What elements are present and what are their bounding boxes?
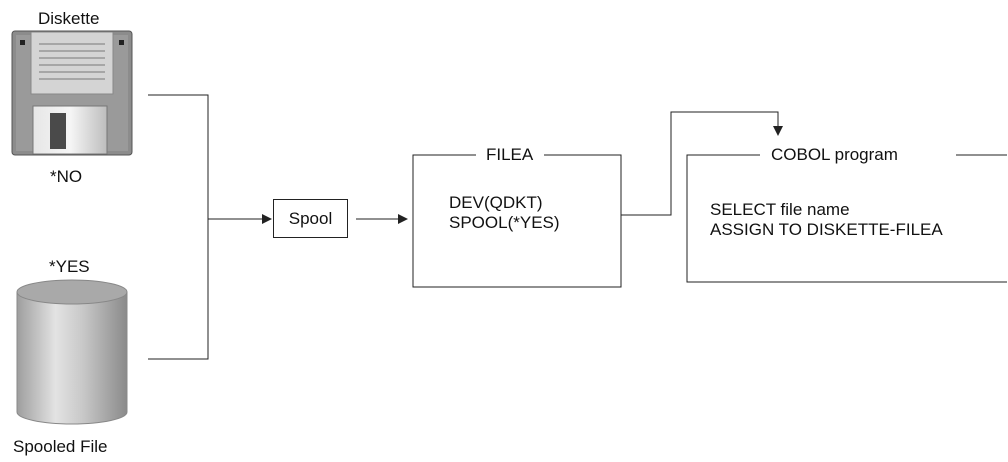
filea-line-spool: SPOOL(*YES) <box>449 213 560 232</box>
cylinder-icon <box>16 279 128 425</box>
cobol-box-border <box>686 154 1007 283</box>
spooled-file-title: Spooled File <box>13 437 108 456</box>
spool-label: Spool <box>288 208 333 228</box>
cobol-title: COBOL program <box>765 145 904 165</box>
diskette-title: Diskette <box>38 9 100 28</box>
cobol-line-assign: ASSIGN TO DISKETTE-FILEA <box>710 220 943 239</box>
diskette-icon <box>11 30 133 156</box>
filea-title: FILEA <box>480 145 540 165</box>
filea-box-border <box>412 154 622 288</box>
diskette-option-label: *NO <box>50 167 83 186</box>
spool-box: Spool <box>273 199 348 238</box>
spooled-option-label: *YES <box>49 257 90 276</box>
input-bracket <box>148 94 209 360</box>
cobol-line-select: SELECT file name <box>710 200 850 219</box>
connector-filea-to-cobol <box>621 111 783 216</box>
filea-line-dev: DEV(QDKT) <box>449 193 543 212</box>
